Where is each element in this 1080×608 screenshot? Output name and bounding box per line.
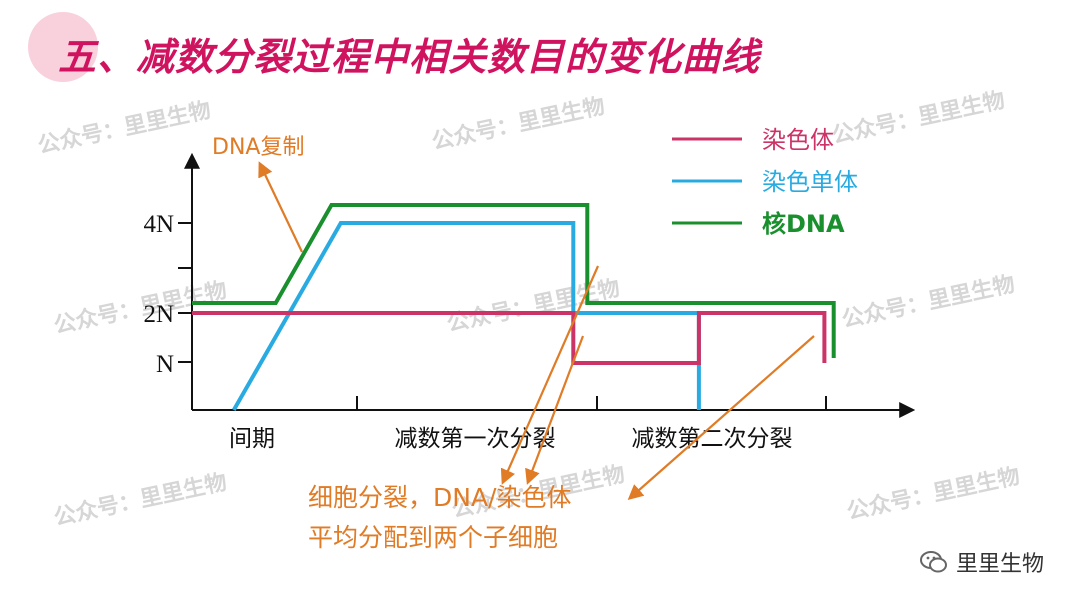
title-decor-circle bbox=[28, 12, 98, 82]
legend-label-chromatid: 染色单体 bbox=[762, 168, 858, 196]
annotation-division-line2: 平均分配到两个子细胞 bbox=[308, 523, 558, 552]
annotation-arrow-replication bbox=[258, 161, 303, 253]
footer-brand: 里里生物 bbox=[919, 546, 1044, 578]
annotation-dna-replication: DNA复制 bbox=[212, 135, 304, 160]
annotation-arrow-division bbox=[500, 265, 600, 485]
wechat-icon bbox=[919, 550, 948, 574]
annotation-arrow-division bbox=[525, 335, 585, 485]
phase-label-meiosis-2: 减数第二次分裂 bbox=[632, 426, 793, 452]
annotation-division-line1: 细胞分裂，DNA/染色体 bbox=[308, 483, 571, 512]
footer-brand-name: 里里生物 bbox=[955, 552, 1044, 577]
annotation-arrow-division bbox=[627, 335, 815, 501]
page-title: 五、减数分裂过程中相关数目的变化曲线 bbox=[58, 35, 761, 79]
y-tick-label-4n: 4N bbox=[143, 211, 174, 238]
series-line-nuclear-dna bbox=[192, 203, 836, 358]
series-line-chromosome bbox=[192, 311, 827, 365]
phase-label-meiosis-1: 减数第一次分裂 bbox=[395, 426, 556, 452]
legend-label-chromosome: 染色体 bbox=[762, 126, 834, 154]
legend-label-nuclear-dna: 核DNA bbox=[762, 210, 845, 238]
y-tick-label-2n: 2N bbox=[143, 301, 174, 328]
phase-label-interphase: 间期 bbox=[229, 426, 275, 452]
y-tick-label-n: N bbox=[156, 351, 174, 378]
